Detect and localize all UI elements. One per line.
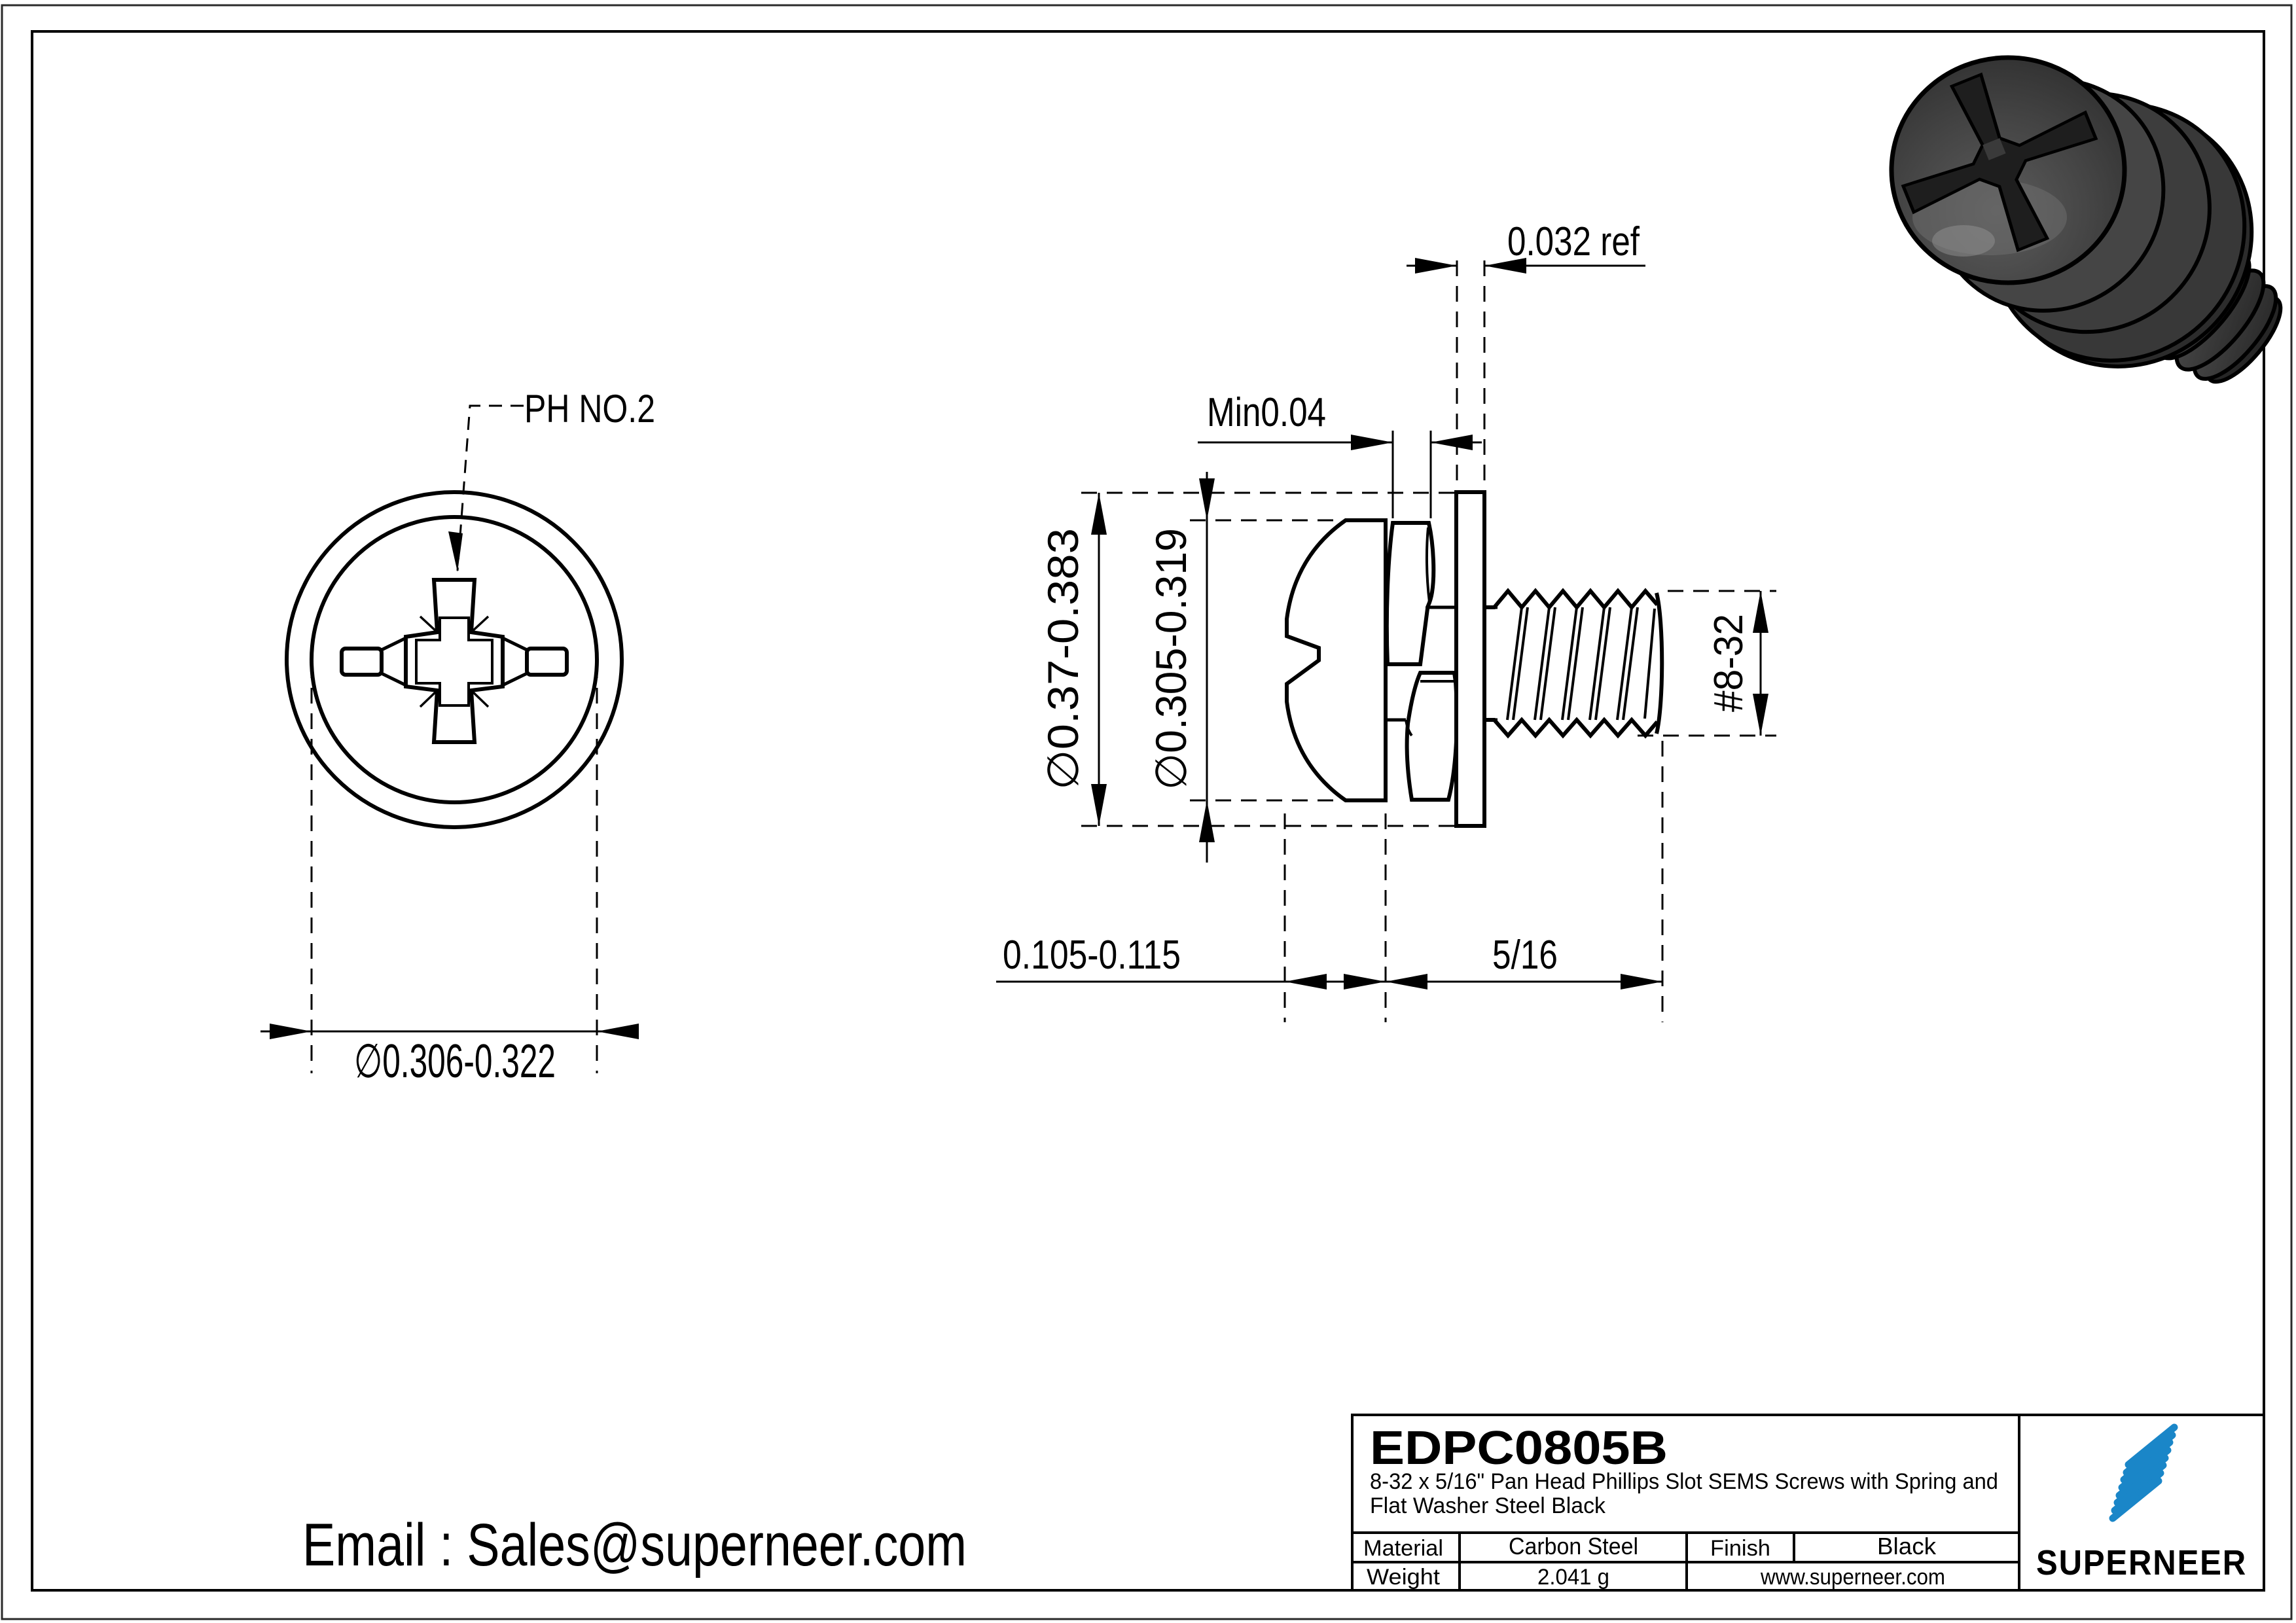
drawing-frame bbox=[31, 30, 2265, 1592]
head-outer-circle bbox=[285, 490, 624, 829]
dim-spring-min-text: Min0.04 bbox=[1207, 390, 1326, 435]
spring-washer-lower-cut bbox=[1405, 719, 1413, 737]
slot-right-end bbox=[525, 647, 569, 677]
finish-label: Finish bbox=[1710, 1536, 1770, 1561]
dim-head-height-text: 0.105-0.115 bbox=[1003, 933, 1181, 978]
slot-taper-lines bbox=[380, 636, 528, 687]
phillips-corner-flutes bbox=[419, 615, 490, 708]
thread-size-arrow-top bbox=[1753, 591, 1768, 633]
head-od-arrow-bottom bbox=[1199, 800, 1215, 842]
title-block-border bbox=[1351, 1414, 2265, 1592]
dim-thread-size-text: #8-32 bbox=[1706, 614, 1751, 712]
head-height-arrow-right bbox=[1344, 974, 1386, 990]
side-view bbox=[996, 258, 1776, 1022]
spring-washer-lower-leaf bbox=[1405, 671, 1459, 802]
shank-root-lines bbox=[1388, 605, 1498, 722]
title-block-column-lines bbox=[1458, 1415, 2020, 1590]
finish-value: Black bbox=[1877, 1533, 1937, 1560]
thread-length-arrow-right bbox=[1621, 974, 1662, 990]
flat-washer-arrow-left bbox=[1415, 258, 1457, 274]
flat-washer-arrow-right bbox=[1484, 258, 1526, 274]
front-dim-arrow-left bbox=[270, 1024, 312, 1039]
spring-washer-arrow-left bbox=[1351, 435, 1393, 450]
head-inner-circle bbox=[310, 515, 599, 804]
page-edge-border bbox=[1, 4, 2293, 1620]
front-dim-arrow-right bbox=[597, 1024, 639, 1039]
spring-washer-upper-cut bbox=[1425, 527, 1431, 603]
title-block bbox=[1351, 1414, 2265, 1592]
flat-washer-extension-lines bbox=[1456, 260, 1486, 488]
thread-size-extension-lines bbox=[1638, 590, 1776, 737]
dim-flat-washer-text: 0.032 ref bbox=[1507, 219, 1640, 264]
phillips-cross-outline bbox=[404, 578, 505, 744]
slot-left-end bbox=[340, 647, 384, 677]
part-description-line1: 8-32 x 5/16" Pan Head Phillips Slot SEMS… bbox=[1370, 1469, 1998, 1494]
head-od-extension-lines bbox=[1190, 519, 1343, 802]
head-profile bbox=[1285, 518, 1388, 802]
callout-leader-line bbox=[456, 404, 524, 571]
dim-thread-length-text: 5/16 bbox=[1492, 933, 1558, 978]
thread-profile-top bbox=[1486, 588, 1659, 611]
contact-email: Email : Sales@superneer.com bbox=[302, 1512, 967, 1578]
phillips-recess-floor bbox=[415, 616, 493, 707]
dim-head-diameter-text: ∅0.306-0.322 bbox=[354, 1035, 556, 1088]
website-link[interactable]: www.superneer.com bbox=[1760, 1565, 1945, 1590]
material-value: Carbon Steel bbox=[1509, 1533, 1638, 1560]
weight-label: Weight bbox=[1367, 1565, 1441, 1590]
part-description-line2: Flat Washer Steel Black bbox=[1370, 1493, 1606, 1518]
thread-flank-lines bbox=[1506, 607, 1656, 721]
washer-od-arrow-bottom bbox=[1091, 784, 1107, 826]
brand-name: SUPERNEER bbox=[2036, 1543, 2247, 1582]
weight-value: 2.041 g bbox=[1537, 1565, 1609, 1590]
thread-size-arrow-bottom bbox=[1753, 694, 1768, 736]
callout-arrowhead bbox=[448, 531, 463, 572]
superneer-logo-icon bbox=[2109, 1423, 2178, 1522]
spring-washer-extension-lines bbox=[1391, 431, 1432, 518]
render-phillips-recess bbox=[1901, 72, 2098, 253]
head-height-arrow-left bbox=[1285, 974, 1327, 990]
flat-washer-profile bbox=[1454, 490, 1486, 828]
front-view bbox=[260, 404, 639, 1073]
front-dim-extension-lines bbox=[310, 662, 598, 1073]
dim-washer-od-text: ∅0.37-0.383 bbox=[1039, 528, 1087, 790]
part-number: EDPC0805B bbox=[1370, 1422, 1668, 1474]
spring-washer-arrow-right bbox=[1431, 435, 1473, 450]
render-highlight-small bbox=[1932, 225, 1995, 257]
bottom-dim-extension-lines bbox=[1283, 741, 1664, 1022]
material-label: Material bbox=[1363, 1536, 1443, 1561]
render-3d-screw bbox=[1889, 55, 2283, 384]
thread-end-cap bbox=[1655, 592, 1664, 734]
callout-ph-no2: PH NO.2 bbox=[524, 387, 655, 431]
thread-profile-bottom bbox=[1486, 717, 1659, 739]
head-od-arrow-top bbox=[1199, 478, 1215, 520]
washer-od-arrow-top bbox=[1091, 493, 1107, 535]
dim-head-od-text: ∅0.305-0.319 bbox=[1147, 528, 1195, 790]
thread-length-arrow-left bbox=[1386, 974, 1427, 990]
